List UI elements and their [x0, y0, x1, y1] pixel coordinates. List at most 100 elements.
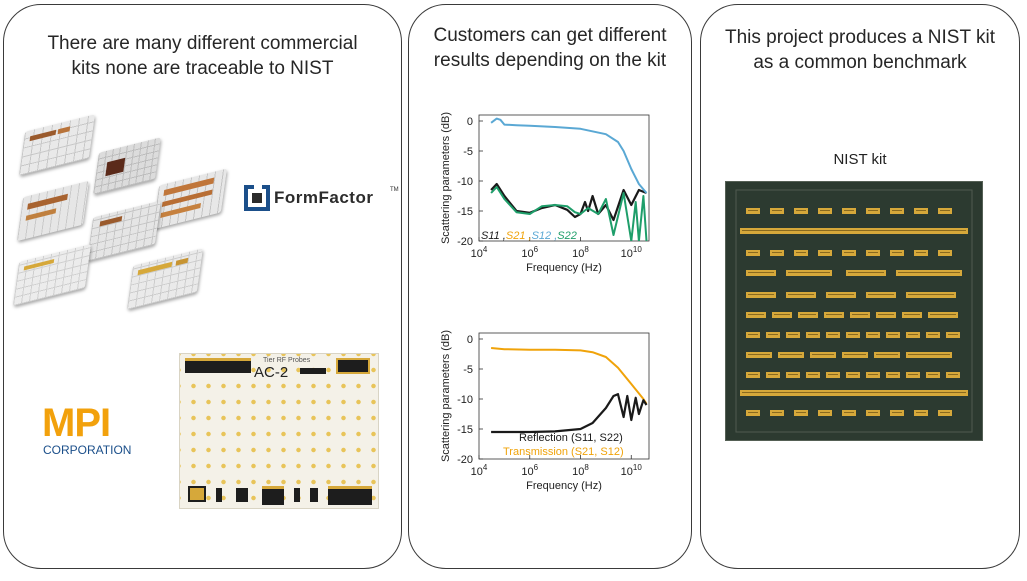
y-tick-label: -15 — [457, 424, 473, 436]
pad-line — [828, 334, 838, 335]
pad-line — [908, 294, 954, 295]
pad-line — [928, 334, 938, 335]
legend-text: S11 ,S21 ,S12 ,S22 — [481, 230, 577, 242]
panel-title: There are many different commercial kits… — [47, 33, 358, 79]
pad-line — [808, 374, 818, 375]
x-axis-label: Frequency (Hz) — [526, 480, 602, 492]
pad-line — [780, 354, 802, 355]
pad-line — [820, 210, 830, 211]
legend-entry: S21 , — [506, 230, 532, 242]
nist-kit-die — [735, 189, 973, 433]
panel-customer-results: Customers can get different results depe… — [408, 4, 692, 569]
mpi-logo-text: MPI — [42, 401, 111, 445]
y-tick-label: -10 — [457, 394, 473, 406]
series-line-reflection-s11-s22- — [491, 393, 648, 434]
x-tick-label: 108 — [572, 463, 589, 478]
pad-line — [828, 294, 854, 295]
y-axis-label: Scattering parameters (dB) — [440, 112, 452, 244]
pad-line — [892, 412, 902, 413]
pad-line — [940, 252, 950, 253]
mpi-logo-subtext: CORPORATION — [43, 443, 132, 457]
calibration-kit-image — [12, 244, 92, 306]
pad-line — [908, 334, 918, 335]
plot-area — [478, 114, 650, 242]
pad-line — [742, 230, 966, 231]
pad-line — [844, 210, 854, 211]
pad-line — [748, 412, 758, 413]
y-tick-label: -20 — [457, 454, 473, 466]
series-group — [491, 347, 648, 434]
nist-kit-image — [725, 181, 983, 441]
pad-line — [868, 334, 878, 335]
pad-line — [888, 334, 898, 335]
pad-line — [772, 252, 782, 253]
series-line-transmission-s21-s12- — [491, 347, 648, 405]
pad-line — [768, 334, 778, 335]
pad-line — [916, 210, 926, 211]
pad-line — [868, 210, 878, 211]
pad-line — [788, 272, 830, 273]
x-tick-label: 108 — [572, 245, 589, 260]
pad-line — [774, 314, 790, 315]
pad-line — [898, 272, 960, 273]
plot-area — [478, 332, 650, 460]
series-line-s22 — [490, 186, 648, 241]
pad-line — [796, 412, 806, 413]
calibration-kit-image — [86, 200, 162, 262]
pad-line — [800, 314, 816, 315]
pad-line — [772, 210, 782, 211]
series-group — [490, 117, 648, 241]
pad-line — [948, 334, 958, 335]
pad-line — [930, 314, 956, 315]
panel-title: This project produces a NIST kit as a co… — [725, 27, 995, 73]
pad-line — [748, 354, 770, 355]
pad-line — [828, 374, 838, 375]
mpi-logo: MPI CORPORATION — [42, 403, 152, 459]
calibration-kit-image — [18, 114, 96, 176]
pad-line — [848, 272, 884, 273]
y-tick-label: 0 — [467, 334, 473, 346]
pad-line — [908, 354, 950, 355]
formfactor-logo: FormFactor TM — [244, 183, 400, 215]
pad-line — [772, 412, 782, 413]
y-tick-label: -10 — [457, 176, 473, 188]
y-tick-label: -5 — [463, 364, 473, 376]
pad-line — [876, 354, 898, 355]
calibration-kit-image — [16, 180, 90, 242]
pad-line — [868, 374, 878, 375]
pad-line — [892, 210, 902, 211]
pad-line — [820, 412, 830, 413]
pad-line — [788, 294, 814, 295]
panel-nist-kit: This project produces a NIST kit as a co… — [700, 4, 1020, 569]
legend-entry-reflection: Reflection (S11, S22) — [519, 432, 623, 444]
formfactor-logo-mark-icon — [244, 185, 270, 211]
pad-line — [796, 210, 806, 211]
x-tick-label: 1010 — [621, 463, 643, 478]
formfactor-logo-text: FormFactor — [274, 188, 374, 207]
pad-line — [868, 252, 878, 253]
pad-line — [768, 374, 778, 375]
y-tick-label: -20 — [457, 236, 473, 248]
formfactor-trademark: TM — [390, 187, 399, 193]
pad-line — [916, 412, 926, 413]
pad-line — [868, 412, 878, 413]
pad-line — [820, 252, 830, 253]
pad-line — [826, 314, 842, 315]
pad-line — [812, 354, 834, 355]
pad-line — [916, 252, 926, 253]
pad-line — [748, 334, 758, 335]
x-tick-label: 1010 — [621, 245, 643, 260]
legend-entry: S11 , — [481, 230, 506, 242]
pad-line — [928, 374, 938, 375]
panel-title: Customers can get different results depe… — [433, 25, 667, 71]
pad-line — [742, 392, 966, 393]
pad-line — [848, 374, 858, 375]
pad-line — [868, 294, 894, 295]
ac2-calibration-board: Tier RF Probes AC-2 — [179, 353, 379, 509]
y-tick-label: 0 — [467, 116, 473, 128]
pad-line — [748, 374, 758, 375]
pad-line — [878, 314, 894, 315]
pad-line — [788, 334, 798, 335]
legend-entry: S12 , — [532, 230, 558, 242]
